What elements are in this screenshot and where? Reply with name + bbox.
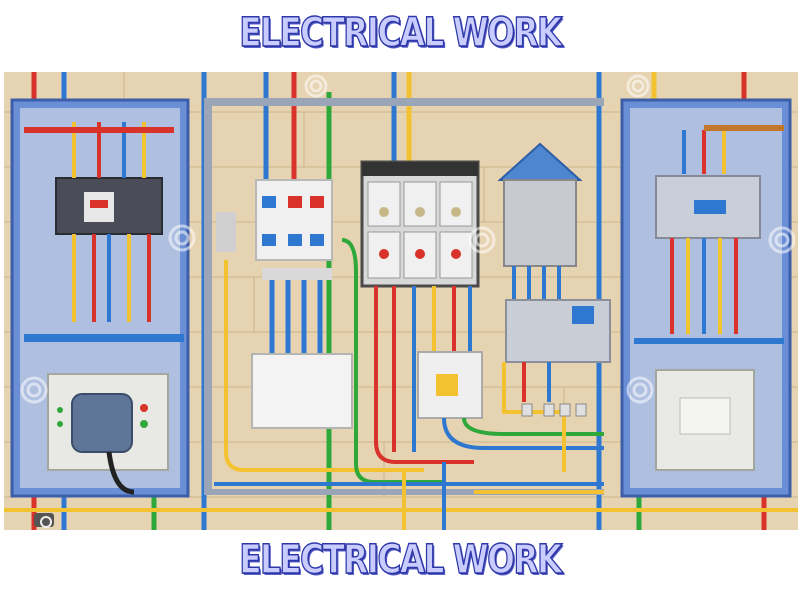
left-cabinet bbox=[10, 98, 190, 498]
center-breaker-strip bbox=[204, 102, 353, 492]
main-switch-board bbox=[360, 160, 483, 464]
page-title-bottom: ELECTRICAL WORK bbox=[239, 536, 563, 584]
page-title-top: ELECTRICAL WORK bbox=[239, 9, 563, 57]
camera-icon[interactable] bbox=[34, 513, 54, 528]
watermark-spiral-icon bbox=[20, 74, 796, 404]
electrical-panel-illustration bbox=[4, 72, 798, 530]
bottom-wire-bundle bbox=[214, 238, 604, 530]
distribution-boxes bbox=[442, 142, 611, 472]
right-cabinet bbox=[620, 98, 792, 498]
panel-drawing bbox=[4, 72, 798, 530]
